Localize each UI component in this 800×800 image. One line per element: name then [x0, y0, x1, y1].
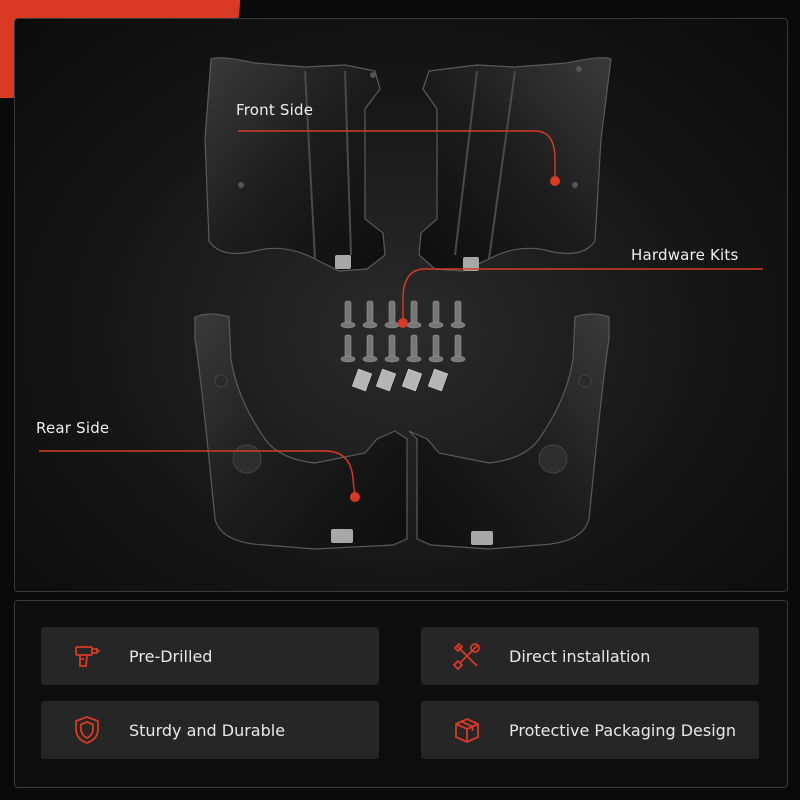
- feature-direct-installation: Direct installation: [421, 627, 759, 685]
- feature-sturdy-durable: Sturdy and Durable: [41, 701, 379, 759]
- rear-side-callout-line: [39, 450, 360, 502]
- feature-pre-drilled: Pre-Drilled: [41, 627, 379, 685]
- feature-label: Direct installation: [509, 646, 651, 666]
- package-box-icon: [451, 714, 483, 746]
- features-panel: Pre-Drilled Direct installation Sturdy a…: [14, 600, 788, 788]
- hardware-kits-label: Hardware Kits: [631, 246, 739, 264]
- shield-icon: [71, 714, 103, 746]
- hardware-clips: [351, 368, 449, 392]
- product-photo: Front Side Hardware Kits Rear Side: [14, 18, 788, 592]
- tools-icon: [451, 640, 483, 672]
- feature-label: Pre-Drilled: [129, 646, 213, 666]
- feature-label: Protective Packaging Design: [509, 720, 736, 740]
- rear-left-mud-flap: [194, 313, 408, 550]
- front-side-callout-line: [238, 130, 560, 186]
- rear-side-label: Rear Side: [36, 419, 110, 437]
- rear-right-mud-flap: [408, 313, 610, 550]
- front-side-label: Front Side: [236, 101, 314, 119]
- front-left-mud-flap: [204, 57, 386, 272]
- drill-icon: [71, 640, 103, 672]
- feature-protective-packaging: Protective Packaging Design: [421, 701, 759, 759]
- front-right-mud-flap: [418, 57, 612, 272]
- hardware-screws: [340, 300, 466, 363]
- hardware-kits-callout-line: [398, 268, 763, 328]
- feature-label: Sturdy and Durable: [129, 720, 286, 740]
